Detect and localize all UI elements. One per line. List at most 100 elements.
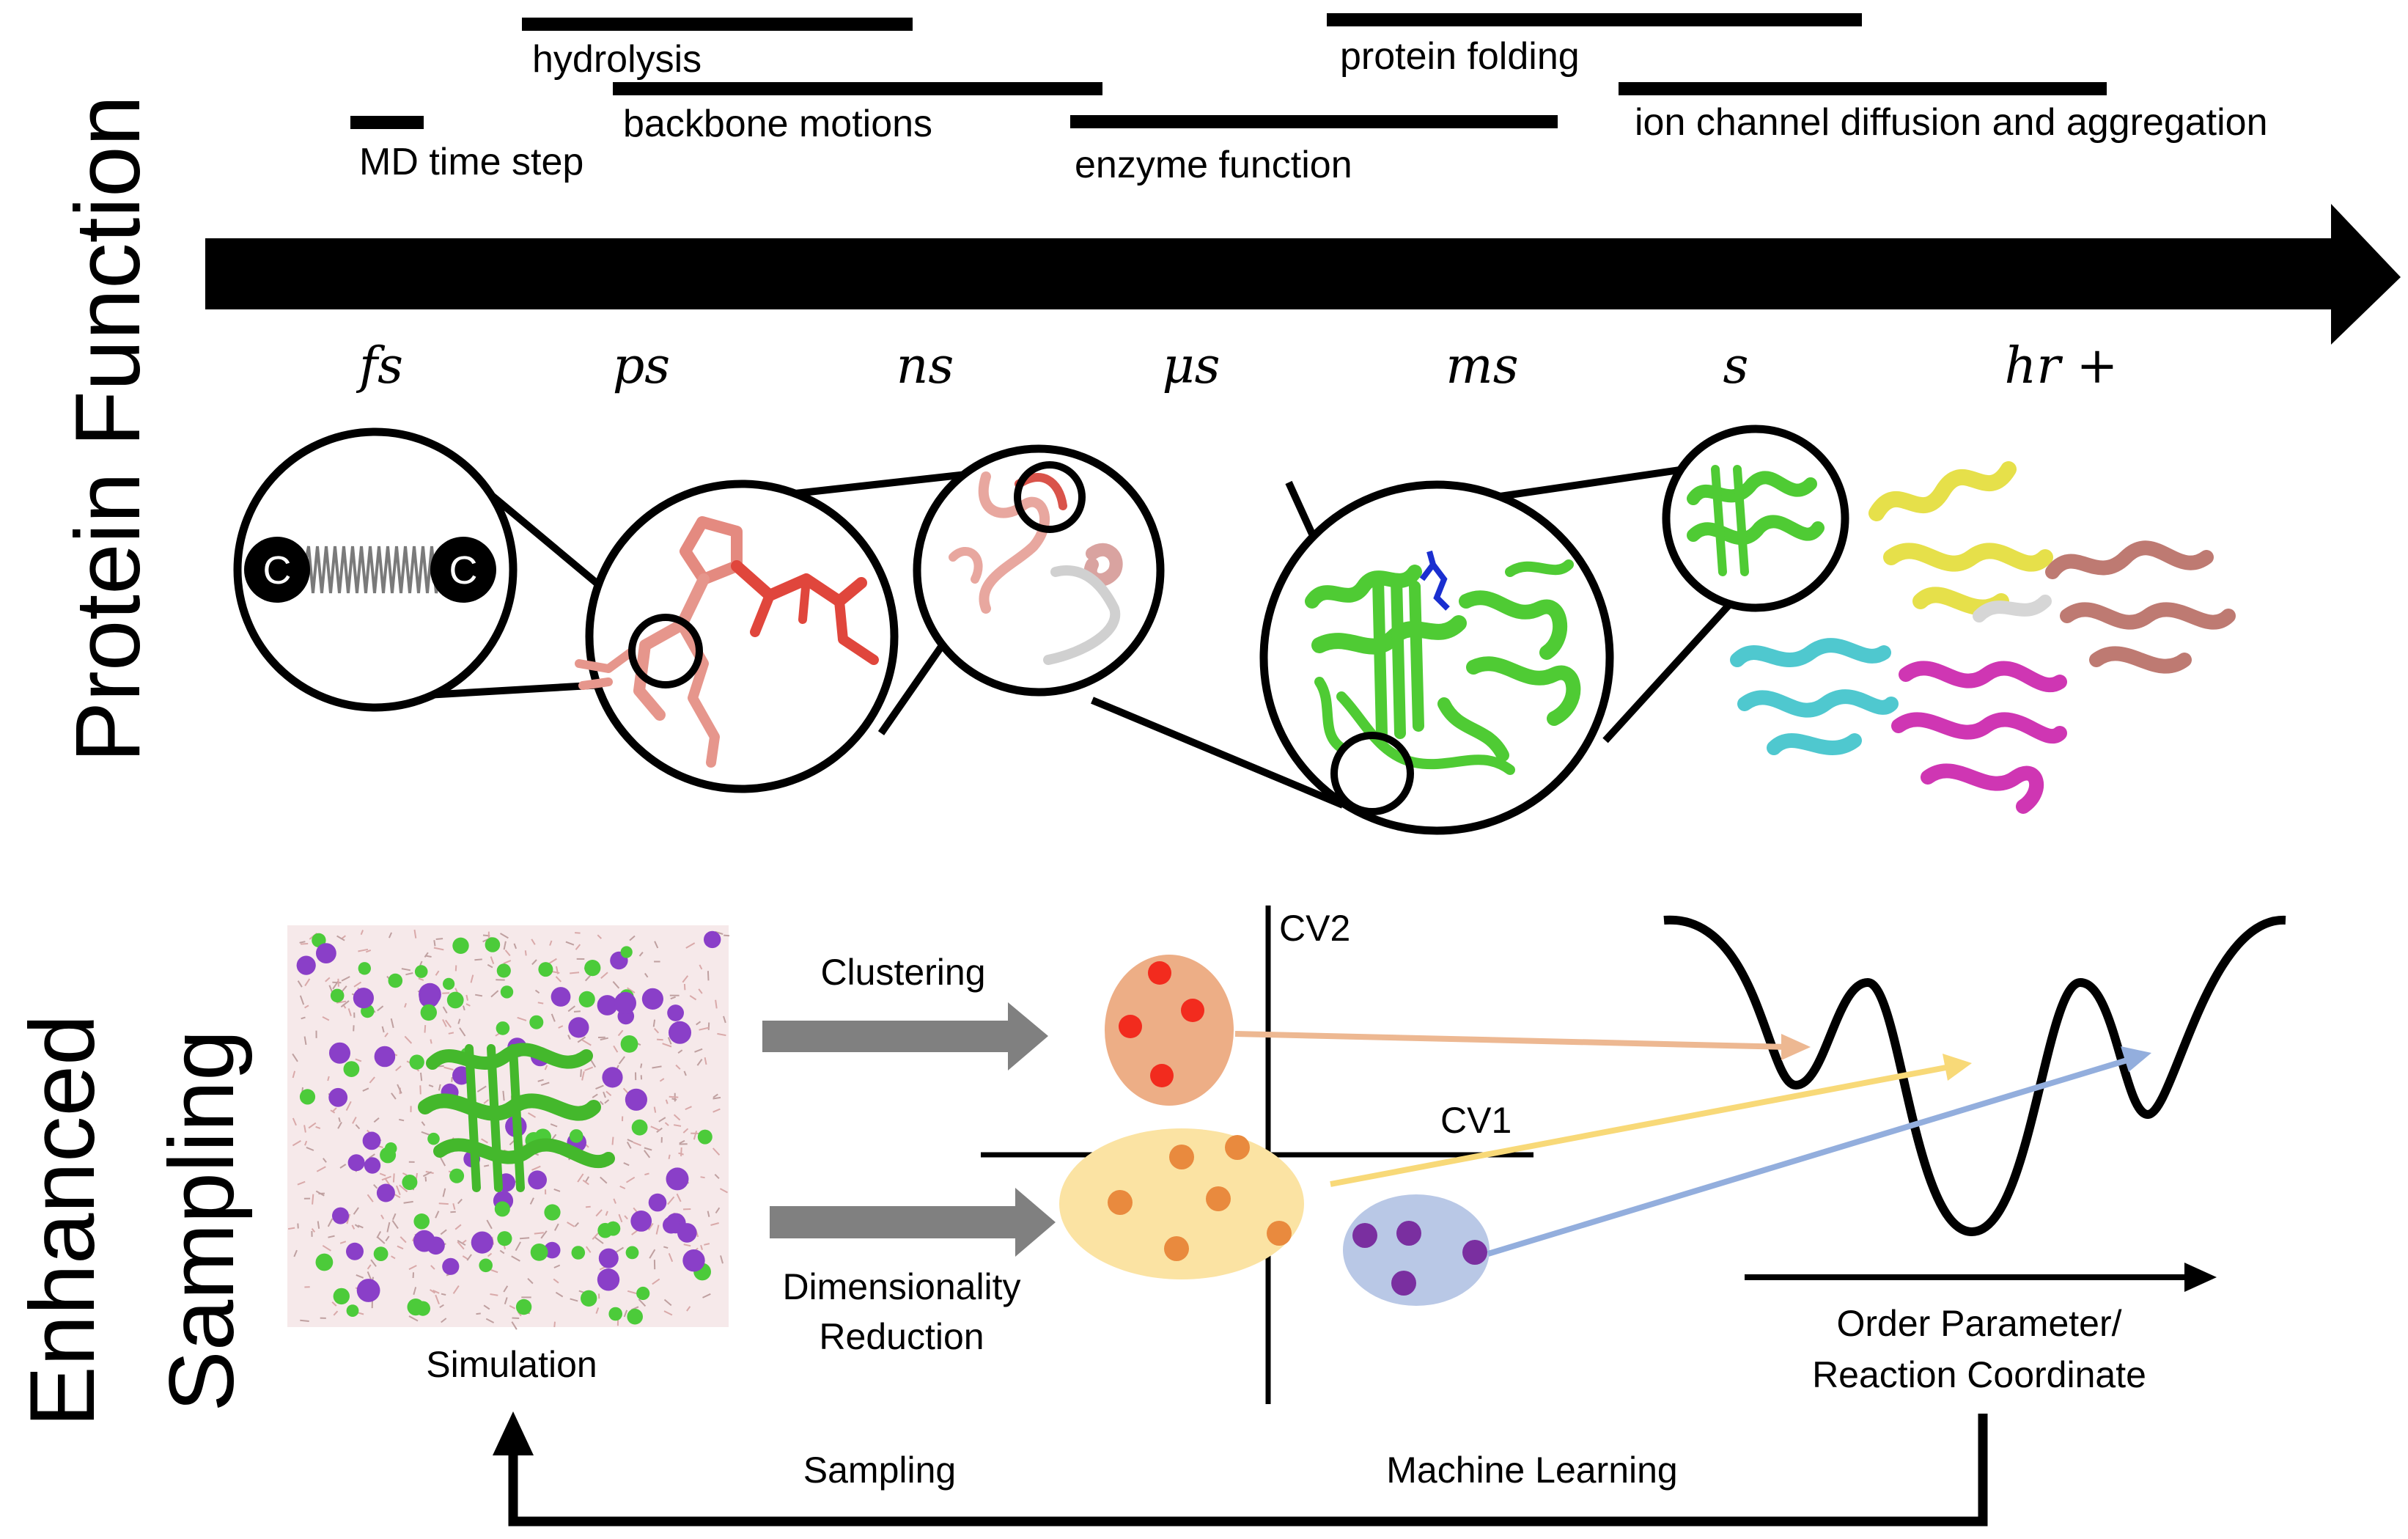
ion-purple [669,1021,691,1044]
solvent-molecule [713,1096,721,1100]
time-unit-ps: ps [613,337,670,395]
solvent-molecule [287,1227,295,1230]
solvent-molecule [333,1310,339,1316]
solvent-molecule [584,1066,594,1071]
zoom-circle-backbone [913,444,1165,697]
ion-purple [374,1046,396,1068]
timescale-label-backbone-motions: backbone motions [623,103,932,145]
solvent-molecule [315,1125,321,1129]
solvent-molecule [682,975,689,983]
ion-purple [346,1242,364,1260]
solvent-molecule [597,934,602,939]
solvent-molecule [618,1213,623,1223]
ion-green [343,1061,360,1077]
solvent-molecule [430,1265,435,1270]
side-title-enhanced-sampling: Enhanced Sampling [12,1015,253,1428]
solvent-molecule [638,1299,647,1307]
ion-green [631,1119,648,1136]
solvent-molecule [652,1278,660,1285]
solvent-molecule [592,1093,598,1098]
solvent-molecule [487,963,493,969]
solvent-molecule [413,929,417,939]
solvent-molecule [438,1202,449,1205]
ion-purple [316,943,336,963]
solvent-molecule [529,1197,534,1205]
time-unit-ns: ns [896,337,954,395]
ion-purple [329,1042,350,1064]
timescale-label-hydrolysis: hydrolysis [532,38,702,81]
ion-green [373,1246,389,1261]
solvent-molecule [454,965,457,971]
ion-green [388,973,403,988]
timescale-bar-backbone-motions [613,82,1102,95]
solvent-molecule [704,1243,710,1246]
ion-purple [614,991,637,1015]
solvent-molecule [381,1026,385,1033]
solvent-molecule [696,1059,703,1066]
cluster-yellow [1059,1128,1304,1279]
solvent-molecule [689,995,697,1001]
solvent-molecule [381,1175,391,1181]
solvent-molecule [696,1021,702,1026]
atom-right [430,537,496,603]
solvent-molecule [475,993,483,997]
ion-purple [677,1223,697,1243]
ion-green [452,937,469,955]
solvent-molecule [405,972,413,976]
solvent-molecule [390,1018,394,1029]
solvent-molecule [504,1297,508,1304]
solvent-molecule [595,1307,600,1314]
solvent-molecule [373,1117,380,1123]
solvent-molecule [615,1246,625,1253]
ion-purple [376,1183,395,1202]
solvent-molecule [391,1092,397,1100]
solvent-molecule [339,1164,347,1169]
timescale-bar-enzyme-function [1070,115,1558,128]
solvent-molecule [664,1122,669,1126]
ion-purple [667,1004,684,1021]
solvated-protein [418,1043,615,1192]
solvent-molecule [457,1198,463,1205]
solvent-molecule [438,1084,441,1091]
timescale-bar-ion-channel [1619,82,2107,95]
enhanced-sampling-title-line2: Sampling [151,1029,253,1411]
solvent-molecule [439,1304,444,1309]
solvent-molecule [457,1240,466,1246]
time-unit-hr: hr + [2005,337,2118,395]
solvent-molecule [341,985,347,993]
ion-purple [648,1193,667,1212]
solvent-molecule [452,1202,456,1210]
solvent-molecule [408,1265,417,1271]
solvent-molecule [337,1122,342,1129]
ion-purple [362,1131,381,1150]
ion-green [299,1089,316,1105]
solvent-molecule [433,940,436,947]
solvent-molecule [490,956,495,964]
solvent-molecule [707,1211,710,1217]
solvent-molecule [470,974,474,983]
solvent-molecule [457,1018,461,1024]
solvent-molecule [600,1176,608,1184]
solvent-molecule [325,977,331,982]
solvent-molecule [683,1244,691,1247]
solvent-molecule [308,1122,317,1129]
solvent-molecule [663,1246,669,1249]
solvent-molecule [346,1213,351,1224]
sampling-label: Sampling [803,1450,956,1491]
solvent-molecule [332,980,339,990]
ion-green [530,1244,548,1261]
solvent-molecule [401,968,411,971]
solvent-molecule [707,971,710,981]
solvent-molecule [565,941,575,946]
solvent-molecule [668,1253,674,1263]
dim-reduction-arrow [770,1188,1056,1257]
feedback-loop-arrow [493,1411,1988,1527]
solvent-molecule [330,1109,336,1114]
solvent-molecule [531,939,536,945]
ion-green [496,963,511,978]
solvent-molecule [613,1045,619,1053]
ion-green [449,1168,465,1183]
solvent-molecule [550,1123,558,1128]
solvent-molecule [511,1255,520,1262]
ion-purple [568,1017,589,1038]
